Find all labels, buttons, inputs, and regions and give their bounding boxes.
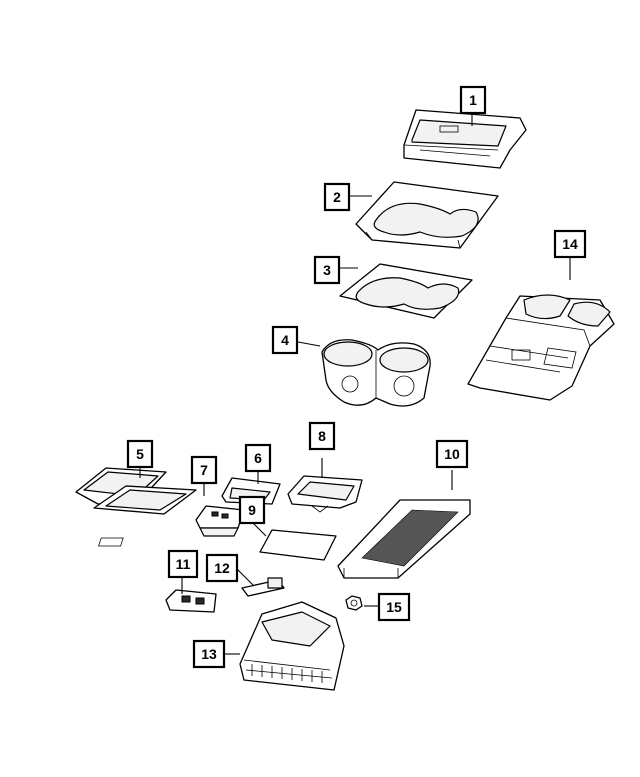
part-2-trim-plate <box>355 181 499 249</box>
callout-3: 3 <box>313 255 341 285</box>
callout-5: 5 <box>126 439 154 469</box>
callout-13-label: 13 <box>201 646 217 662</box>
part-1-bezel <box>403 109 527 169</box>
callout-2: 2 <box>323 182 351 212</box>
callout-5-label: 5 <box>136 446 144 462</box>
callout-2-label: 2 <box>333 189 341 205</box>
callout-1: 1 <box>459 85 487 115</box>
label-plate <box>98 529 337 561</box>
callout-7: 7 <box>190 455 218 485</box>
part-12-connector <box>241 577 285 597</box>
callout-12: 12 <box>205 553 239 583</box>
callout-9-label: 9 <box>248 502 256 518</box>
part-3-gasket <box>339 263 473 319</box>
callout-1-label: 1 <box>469 92 477 108</box>
part-10-lid <box>337 499 471 579</box>
part-7-mat <box>93 485 197 515</box>
callout-11: 11 <box>167 549 199 579</box>
part-11-switch <box>165 589 217 613</box>
callout-15-label: 15 <box>386 599 402 615</box>
callout-9: 9 <box>238 495 266 525</box>
part-8-charger <box>287 475 363 513</box>
callout-13: 13 <box>192 639 226 669</box>
callout-6-label: 6 <box>254 450 262 466</box>
callout-6: 6 <box>244 443 272 473</box>
callout-12-label: 12 <box>214 560 230 576</box>
part-14-console <box>467 294 615 401</box>
callout-8-label: 8 <box>318 428 326 444</box>
callout-11-label: 11 <box>176 556 191 572</box>
callout-layer: 1 2 3 4 5 6 7 8 <box>126 85 587 669</box>
part-13-housing <box>239 601 345 691</box>
callout-8: 8 <box>308 421 336 451</box>
callout-4-label: 4 <box>281 332 289 348</box>
part-9-module <box>195 505 245 537</box>
callout-15: 15 <box>377 592 411 622</box>
callout-3-label: 3 <box>323 262 331 278</box>
callout-14: 14 <box>553 229 587 259</box>
callout-14-label: 14 <box>562 236 578 252</box>
part-4-cup-holder <box>321 339 431 407</box>
callout-7-label: 7 <box>200 462 208 478</box>
callout-10-label: 10 <box>444 446 460 462</box>
leader-lines <box>139 113 571 655</box>
callout-4: 4 <box>271 325 299 355</box>
part-15-nut <box>345 595 363 611</box>
callout-10: 10 <box>435 439 469 469</box>
